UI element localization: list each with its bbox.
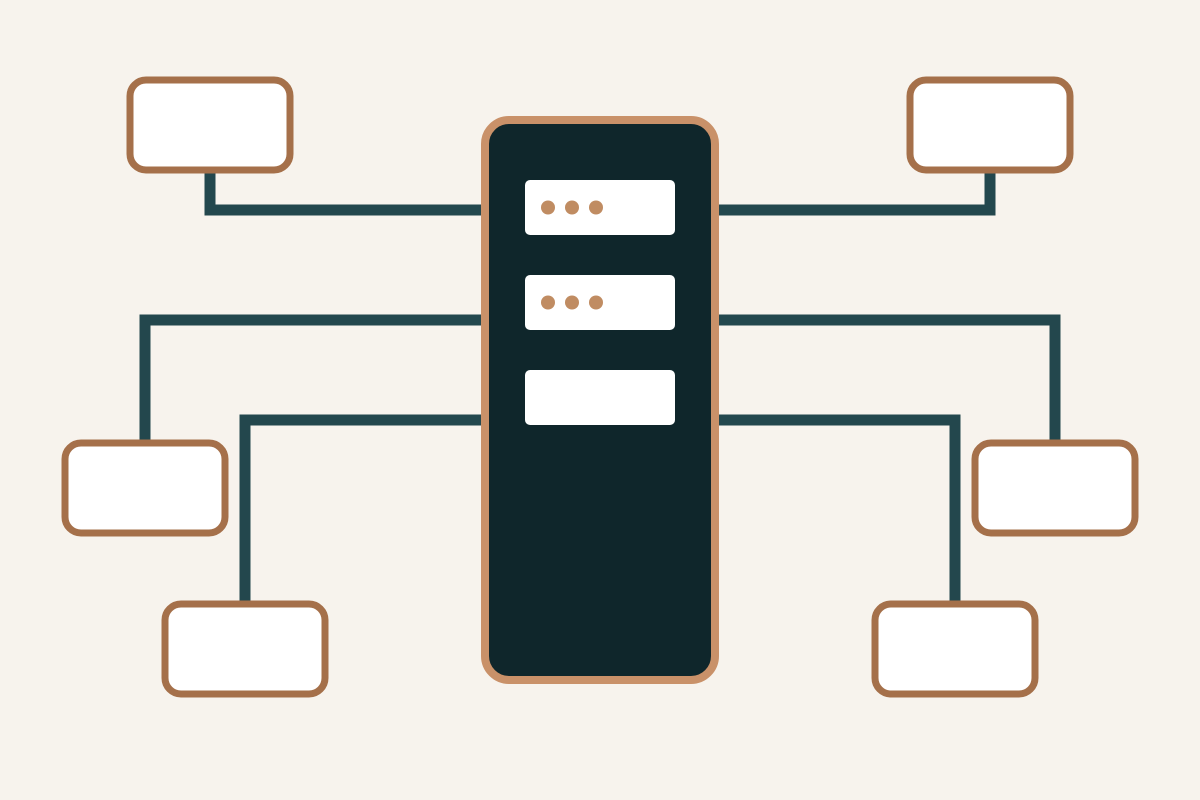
node-top-left	[126, 76, 294, 174]
status-dot-icon	[541, 295, 555, 310]
status-dot-icon	[541, 200, 555, 215]
server-slot-2-indicators	[541, 295, 603, 310]
status-dot-icon	[589, 295, 603, 310]
connector-top-right	[715, 170, 996, 216]
connector-mid-right	[715, 314, 1061, 443]
node-mid-right-box	[971, 439, 1139, 537]
node-top-right	[906, 76, 1074, 174]
node-bottom-left-box	[161, 600, 329, 698]
node-mid-left-box	[61, 439, 229, 537]
server-slot-1-indicators	[541, 200, 603, 215]
server-slot-3	[525, 370, 675, 425]
node-top-left-box	[126, 76, 294, 174]
server-rack-icon	[481, 116, 719, 684]
node-mid-right	[971, 439, 1139, 537]
node-mid-left	[61, 439, 229, 537]
connector-mid-left	[139, 314, 485, 443]
connector-lines	[139, 170, 1061, 604]
node-bottom-right-box	[871, 600, 1039, 698]
connector-bottom-left	[239, 414, 485, 604]
node-top-right-box	[906, 76, 1074, 174]
node-bottom-right	[871, 600, 1039, 698]
status-dot-icon	[565, 295, 579, 310]
node-bottom-left	[161, 600, 329, 698]
connector-bottom-right	[715, 414, 961, 604]
status-dot-icon	[589, 200, 603, 215]
connector-top-left	[204, 170, 485, 216]
status-dot-icon	[565, 200, 579, 215]
